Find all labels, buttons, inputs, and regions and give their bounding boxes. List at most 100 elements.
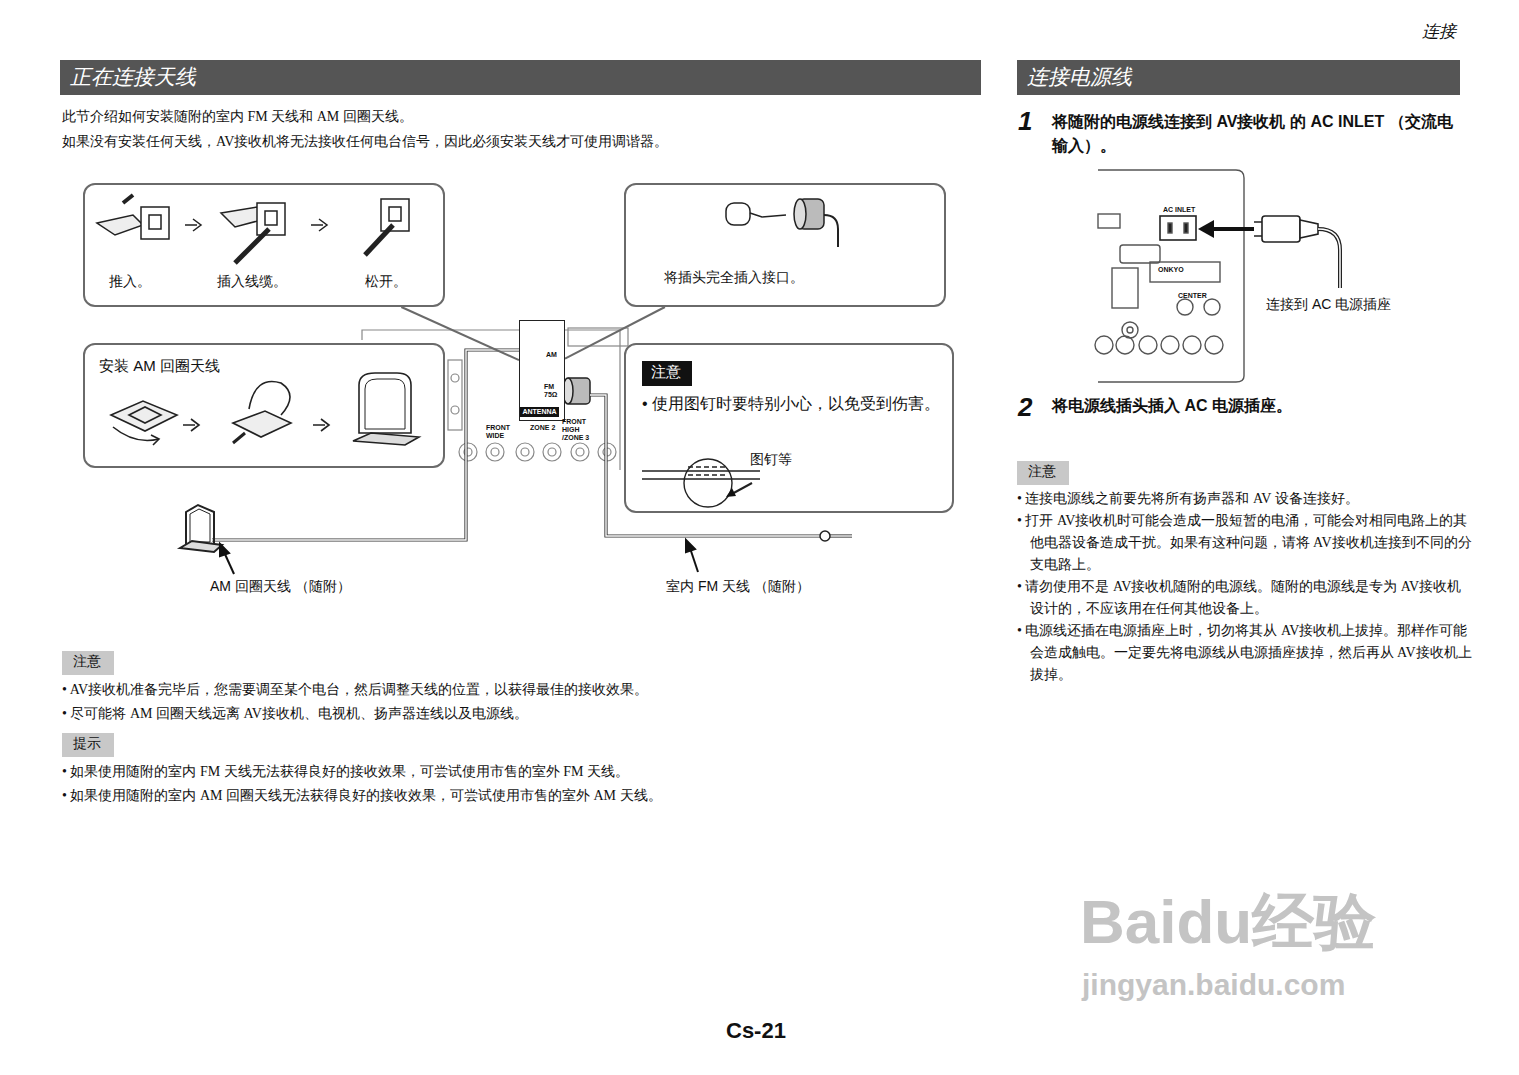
drawing-part [1300,220,1318,238]
drawing-part [820,531,830,541]
tag-box: 注意 [642,361,692,386]
drawing-part [1184,223,1188,233]
step-text: 将电源线插头插入 AC 电源插座。 [1052,396,1292,417]
drawing-part [123,195,133,203]
button-illustration [85,185,447,309]
drawing-part [750,213,786,217]
drawing-part [451,406,459,414]
drawing-part [249,381,290,415]
port-label: AC INLET [1163,206,1195,214]
note-text: • AV接收机准备完毕后，您需要调至某个电台，然后调整天线的位置，以获得最佳的接… [62,679,648,701]
drawing-part [1127,327,1133,333]
drawing-part [690,548,698,572]
drawing-part [1262,216,1300,242]
antenna-panel: AM FM 75Ω ANTENNA [519,320,565,421]
drawing-part [686,540,695,552]
section-band: 连接电源线 [1017,60,1460,95]
section-band: 正在连接天线 [60,60,981,95]
drawing-part [389,207,401,221]
drawing-part [548,448,556,456]
drawing-part [830,535,852,536]
drawing-part [726,203,750,225]
drawing-part [448,360,462,430]
drawing-part [1254,222,1262,236]
drawing-part [381,199,409,231]
drawing-part [265,211,277,225]
section-heading: 正在连接天线 [70,63,196,91]
drawing-part [1205,336,1223,354]
watermark: Baidu经验 [1080,880,1376,964]
intro-text: 如果没有安装任何天线，AV接收机将无法接收任何电台信号，因此必须安装天线才可使用… [62,131,668,153]
drawing-part [1318,229,1340,288]
drawing-part [180,541,222,552]
drawing-part [726,199,838,247]
drawing-part [111,401,177,431]
pin-label: 图钉等 [750,451,792,469]
drawing-part [313,419,329,431]
drawing-part [220,540,698,574]
drawing-part [1095,170,1244,382]
note-tag: 注意 [73,653,101,671]
drawing-part [365,225,393,255]
brand-label: ONKYO [1158,266,1184,274]
drawing-part [111,373,419,445]
drawing-part [1204,299,1220,315]
terminal-label: ZONE 2 [530,424,555,432]
part-label: 连接到 AC 电源插座 [1266,296,1391,314]
drawing-part [824,215,838,247]
port-label: AM [546,351,557,359]
page-title: 连接 [1422,20,1456,43]
drawing-part [97,215,143,235]
tag-box: 注意 [62,651,114,675]
callout-box: 将插头完全插入接口。 [624,183,946,307]
part-label: AM 回圈天线 （随附） [210,578,351,596]
step-text: 将随附的电源线连接到 AV接收机 的 AC INLET （交流电输入）。 [1052,110,1457,158]
note-text: • 电源线还插在电源插座上时，切勿将其从 AV接收机上拔掉。那样作可能会造成触电… [1017,620,1475,686]
drawing-part [129,407,161,423]
tip-tag: 提示 [73,735,101,753]
panel-name: ANTENNA [520,407,559,417]
drawing-part [220,544,229,556]
drawing-part [516,443,534,461]
drawing-part [359,373,411,433]
callout-box: • 使用图钉时要特别小心，以免受到伤害。图钉等 注意 [624,343,954,513]
drawing-part [1139,336,1157,354]
port-label: FM 75Ω [544,383,558,399]
drawing-part [1183,336,1201,354]
drawing-part [149,215,161,229]
drawing-part [311,219,327,231]
drawing-part [1116,336,1134,354]
drawing-part [224,552,234,574]
drawing-part [794,199,806,229]
drawing-part [1095,336,1113,354]
part-label: 室内 FM 天线 （随附） [666,578,810,596]
page-number: Cs-21 [726,1018,786,1044]
drawing-part [1177,299,1193,315]
drawing-part [1168,223,1172,233]
watermark: jingyan.baidu.com [1082,968,1345,1002]
drawing-part [97,195,409,263]
drawing-part [183,419,199,431]
plug-illustration [626,185,948,309]
note-text: • 尽可能将 AM 回圈天线远离 AV接收机、电视机、扬声器连线以及电源线。 [62,703,528,725]
step-caption: 推入。 [109,273,151,291]
drawing-part [365,379,405,429]
drawing-part [1098,170,1244,382]
drawing-part [1150,262,1220,282]
note-text: • 打开 AV接收机时可能会造成一股短暂的电涌，可能会对相同电路上的其他电器设备… [1017,510,1475,576]
drawing-part [571,443,589,461]
step-caption: 插入线缆。 [217,273,287,291]
drawing-part [1098,214,1120,228]
drawing-part [141,207,169,239]
intro-text: 此节介绍如何安装随附的室内 FM 天线和 AM 回圈天线。 [62,106,413,128]
drawing-part [151,435,159,445]
note-text: • 请勿使用不是 AV接收机随附的电源线。随附的电源线是专为 AV接收机设计的，… [1017,576,1475,620]
drawing-part [491,448,499,456]
drawing-part [521,448,529,456]
drawing-part [233,433,245,443]
drawing-part [180,505,222,552]
step-caption: 松开。 [365,273,407,291]
caution-text: • 使用图钉时要特别小心，以免受到伤害。 [642,391,948,417]
drawing-part [1112,268,1138,308]
